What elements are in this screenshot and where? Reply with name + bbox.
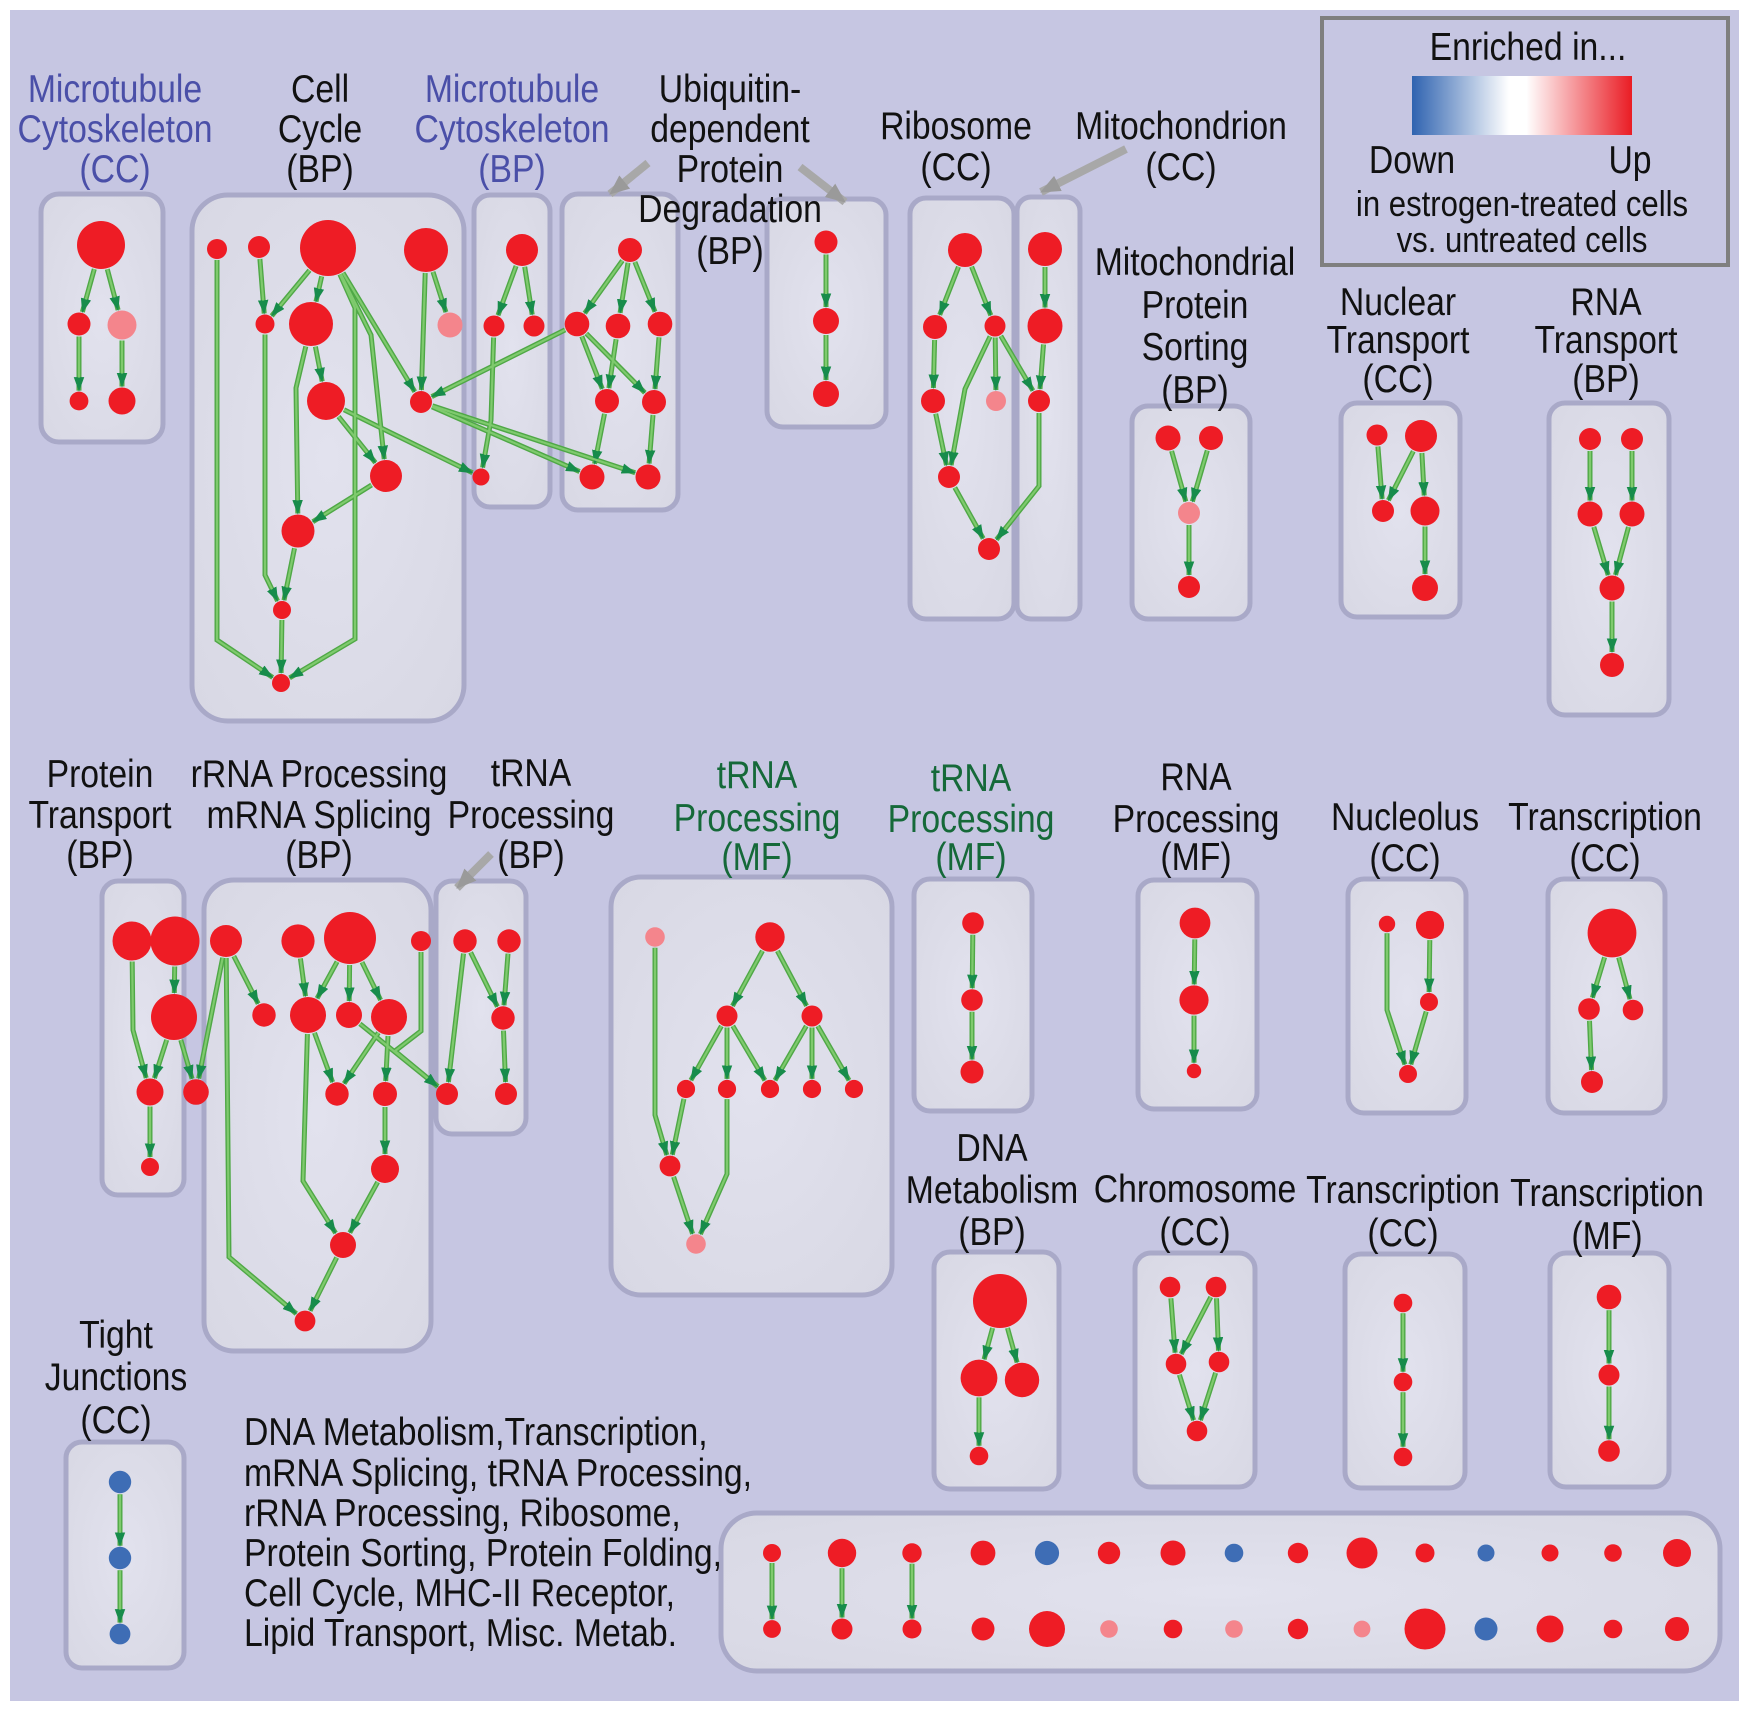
svg-text:DNA Metabolism,Transcription,: DNA Metabolism,Transcription, — [244, 1410, 708, 1454]
svg-text:(BP): (BP) — [285, 833, 352, 877]
svg-text:tRNA: tRNA — [717, 753, 798, 797]
svg-text:RNA: RNA — [1160, 755, 1232, 799]
svg-text:(BP): (BP) — [286, 147, 353, 191]
svg-text:(BP): (BP) — [958, 1210, 1025, 1254]
svg-text:(CC): (CC) — [1159, 1210, 1230, 1254]
svg-text:Down: Down — [1369, 138, 1455, 182]
svg-text:Ribosome: Ribosome — [880, 104, 1032, 148]
svg-text:Processing: Processing — [674, 796, 841, 840]
svg-text:(CC): (CC) — [920, 145, 991, 189]
svg-text:Microtubule: Microtubule — [28, 67, 202, 111]
svg-text:(MF): (MF) — [721, 835, 792, 879]
svg-text:Processing: Processing — [1113, 797, 1280, 841]
svg-text:Up: Up — [1608, 138, 1651, 182]
svg-text:Nucleolus: Nucleolus — [1331, 795, 1479, 839]
svg-text:(BP): (BP) — [66, 833, 133, 877]
svg-text:Ubiquitin-: Ubiquitin- — [659, 67, 801, 111]
svg-text:Transport: Transport — [28, 793, 171, 837]
svg-text:dependent: dependent — [650, 107, 809, 151]
svg-text:Microtubule: Microtubule — [425, 67, 599, 111]
svg-text:(CC): (CC) — [1145, 145, 1216, 189]
svg-text:Transcription: Transcription — [1510, 1171, 1704, 1215]
svg-text:mRNA Splicing: mRNA Splicing — [207, 793, 432, 837]
svg-text:Metabolism: Metabolism — [906, 1168, 1078, 1212]
svg-text:Mitochondrion: Mitochondrion — [1075, 104, 1287, 148]
svg-text:Protein: Protein — [1142, 283, 1249, 327]
svg-text:Processing: Processing — [448, 793, 615, 837]
svg-text:(BP): (BP) — [478, 147, 545, 191]
svg-text:tRNA: tRNA — [931, 756, 1012, 800]
svg-text:tRNA: tRNA — [491, 751, 572, 795]
svg-text:Mitochondrial: Mitochondrial — [1095, 240, 1296, 284]
svg-text:Cytoskeleton: Cytoskeleton — [18, 107, 213, 151]
svg-text:(MF): (MF) — [1160, 835, 1231, 879]
svg-text:(MF): (MF) — [1571, 1214, 1642, 1258]
svg-text:Transport: Transport — [1534, 318, 1677, 362]
svg-text:Transcription: Transcription — [1508, 795, 1702, 839]
svg-text:Tight: Tight — [79, 1313, 153, 1357]
svg-text:rRNA Processing, Ribosome,: rRNA Processing, Ribosome, — [244, 1491, 681, 1535]
svg-text:in estrogen-treated cells: in estrogen-treated cells — [1356, 185, 1688, 225]
svg-text:(BP): (BP) — [696, 229, 763, 273]
svg-text:DNA: DNA — [956, 1126, 1028, 1170]
svg-text:vs. untreated cells: vs. untreated cells — [1397, 221, 1648, 261]
svg-text:(BP): (BP) — [497, 833, 564, 877]
svg-text:(CC): (CC) — [1362, 357, 1433, 401]
svg-text:(BP): (BP) — [1572, 357, 1639, 401]
svg-text:Protein Sorting, Protein Foldi: Protein Sorting, Protein Folding, — [244, 1531, 722, 1575]
svg-text:(CC): (CC) — [1367, 1211, 1438, 1255]
svg-text:(CC): (CC) — [1369, 836, 1440, 880]
svg-text:Cytoskeleton: Cytoskeleton — [415, 107, 610, 151]
svg-text:Degradation: Degradation — [638, 187, 822, 231]
svg-text:rRNA Processing: rRNA Processing — [191, 752, 448, 796]
svg-text:Lipid Transport, Misc. Metab.: Lipid Transport, Misc. Metab. — [244, 1611, 677, 1655]
svg-text:Protein: Protein — [47, 752, 154, 796]
svg-text:Nuclear: Nuclear — [1340, 280, 1456, 324]
svg-text:(BP): (BP) — [1161, 368, 1228, 412]
svg-text:mRNA Splicing, tRNA Processing: mRNA Splicing, tRNA Processing, — [244, 1451, 752, 1495]
svg-text:(CC): (CC) — [80, 1398, 151, 1442]
svg-text:Transcription: Transcription — [1306, 1168, 1500, 1212]
svg-text:Cell: Cell — [291, 67, 349, 111]
svg-text:(CC): (CC) — [1569, 836, 1640, 880]
svg-text:(CC): (CC) — [79, 147, 150, 191]
svg-text:(MF): (MF) — [935, 835, 1006, 879]
svg-text:Cell Cycle, MHC-II Receptor,: Cell Cycle, MHC-II Receptor, — [244, 1571, 675, 1615]
svg-text:Cycle: Cycle — [278, 107, 362, 151]
svg-text:Chromosome: Chromosome — [1094, 1167, 1296, 1211]
svg-text:Enriched in...: Enriched in... — [1430, 25, 1627, 69]
svg-text:Sorting: Sorting — [1142, 325, 1249, 369]
svg-text:Protein: Protein — [677, 147, 784, 191]
svg-text:Processing: Processing — [888, 797, 1055, 841]
svg-text:RNA: RNA — [1570, 280, 1642, 324]
svg-text:Junctions: Junctions — [45, 1355, 187, 1399]
svg-text:Transport: Transport — [1326, 318, 1469, 362]
